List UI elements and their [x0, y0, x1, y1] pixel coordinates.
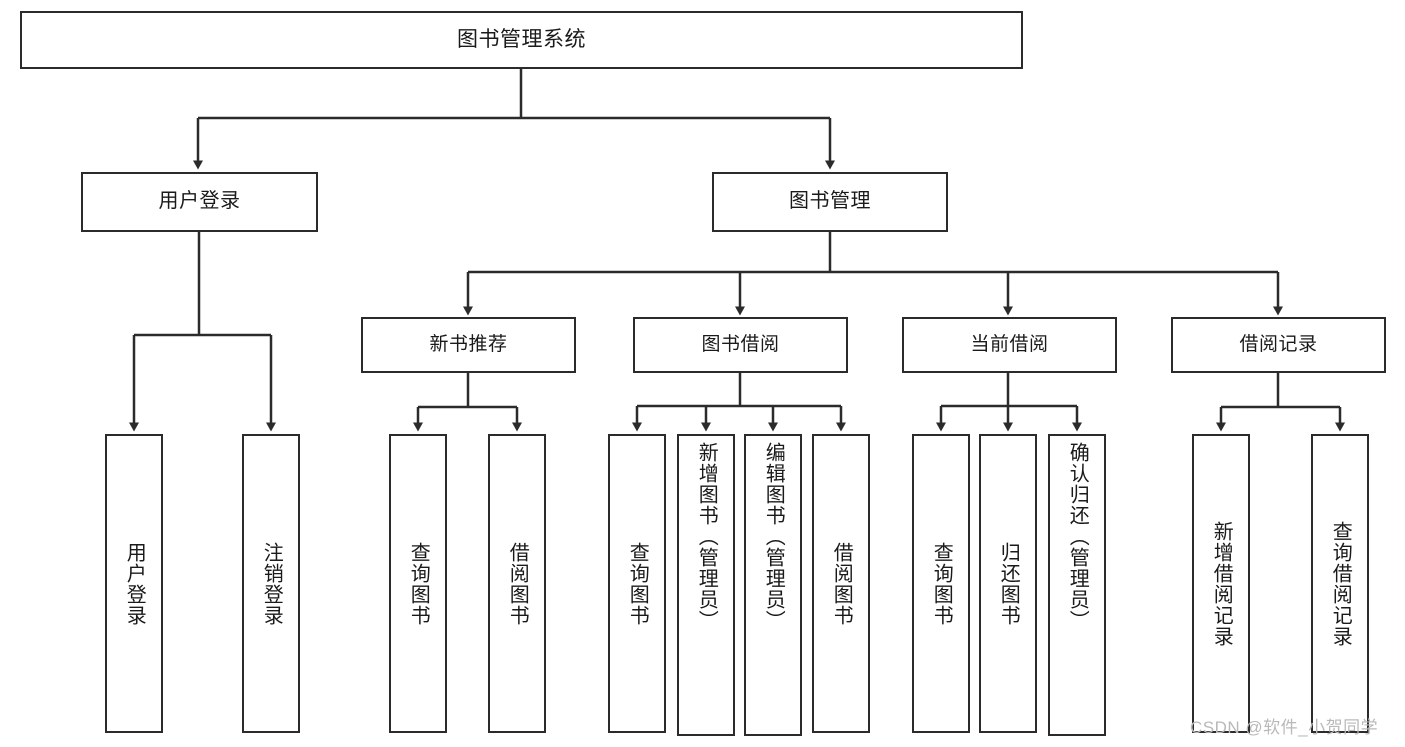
node-label: 图书管理系统	[457, 27, 586, 51]
edge-book-borrow-to-leaves	[632, 373, 846, 432]
node-new-book-recommend[interactable]: 新书推荐	[361, 317, 576, 373]
node-label: 编辑图书（管理员）	[762, 442, 785, 631]
node-label: 用户登录	[158, 190, 241, 213]
node-label: 图书借阅	[701, 333, 780, 355]
node-leaf-return-book[interactable]: 归还图书	[979, 434, 1037, 733]
node-label: 查询借阅记录	[1329, 520, 1352, 647]
node-leaf-logout[interactable]: 注销登录	[242, 434, 300, 733]
watermark-text: CSDN @软件_小贺同学	[1190, 718, 1379, 737]
node-leaf-query-record[interactable]: 查询借阅记录	[1311, 434, 1369, 733]
node-label: 图书管理	[789, 190, 871, 213]
node-leaf-query-book-2[interactable]: 查询图书	[608, 434, 666, 733]
node-label: 新增图书（管理员）	[695, 442, 718, 631]
node-label: 当前借阅	[970, 333, 1049, 355]
edge-user-login-to-leaves	[129, 232, 276, 432]
node-current-borrow[interactable]: 当前借阅	[902, 317, 1117, 373]
node-leaf-add-book[interactable]: 新增图书（管理员）	[677, 434, 735, 736]
node-book-management-system[interactable]: 图书管理系统	[20, 11, 1023, 69]
edge-current-borrow-to-leaves	[936, 373, 1082, 432]
node-label: 归还图书	[997, 541, 1020, 626]
node-leaf-borrow-book-1[interactable]: 借阅图书	[488, 434, 546, 733]
node-leaf-confirm-return[interactable]: 确认归还（管理员）	[1048, 434, 1106, 736]
node-book-borrow[interactable]: 图书借阅	[633, 317, 848, 373]
node-label: 查询图书	[407, 541, 430, 626]
edge-new-book-recommend-to-leaves	[413, 373, 522, 432]
node-label: 借阅图书	[506, 541, 529, 626]
node-label: 新增借阅记录	[1210, 520, 1233, 647]
edge-borrow-record-to-leaves	[1216, 373, 1345, 432]
node-leaf-user-login[interactable]: 用户登录	[105, 434, 163, 733]
node-leaf-query-book-1[interactable]: 查询图书	[389, 434, 447, 733]
node-label: 用户登录	[123, 541, 146, 626]
node-leaf-query-book-3[interactable]: 查询图书	[912, 434, 970, 733]
node-label: 新书推荐	[429, 333, 508, 355]
node-borrow-record[interactable]: 借阅记录	[1171, 317, 1386, 373]
node-label: 查询图书	[930, 541, 953, 626]
node-label: 注销登录	[260, 541, 283, 626]
node-user-login[interactable]: 用户登录	[81, 172, 318, 232]
node-label: 借阅图书	[830, 541, 853, 626]
edge-root-to-level2	[193, 69, 835, 170]
node-leaf-add-record[interactable]: 新增借阅记录	[1192, 434, 1250, 733]
node-book-manage[interactable]: 图书管理	[712, 172, 948, 232]
node-label: 确认归还（管理员）	[1066, 442, 1089, 631]
node-label: 查询图书	[626, 541, 649, 626]
edge-book-manage-to-level3	[463, 232, 1283, 316]
node-label: 借阅记录	[1239, 333, 1318, 355]
node-leaf-edit-book[interactable]: 编辑图书（管理员）	[744, 434, 802, 736]
node-leaf-borrow-book-2[interactable]: 借阅图书	[812, 434, 870, 733]
